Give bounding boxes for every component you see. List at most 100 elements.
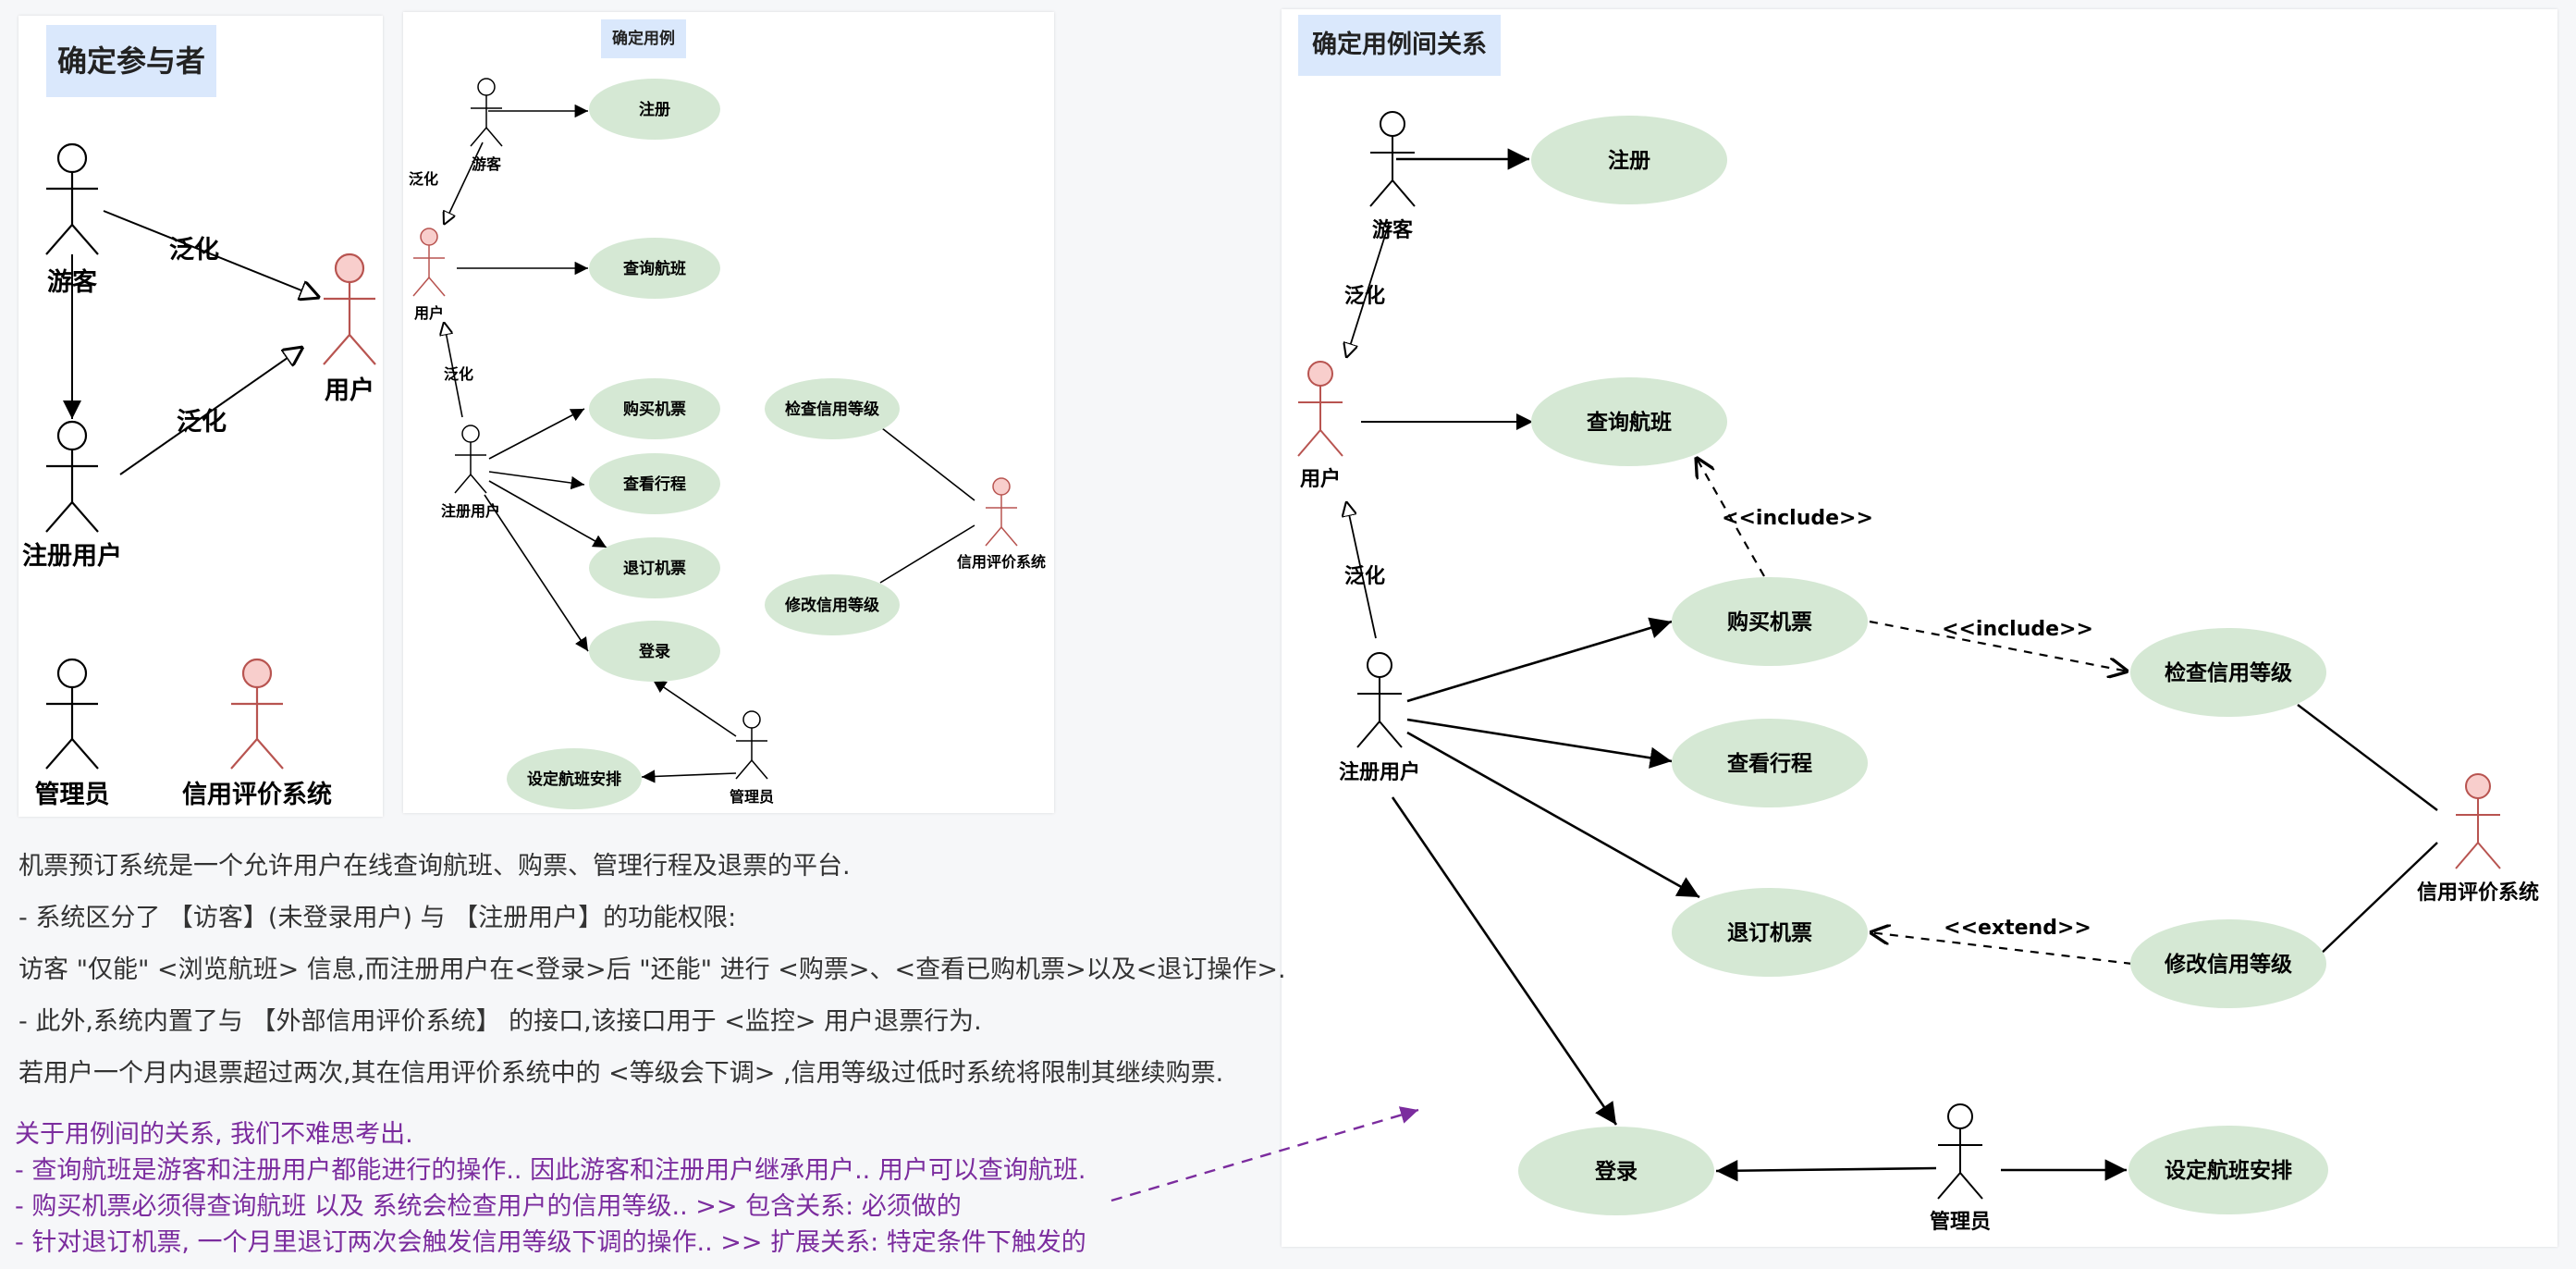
usecase-login: 登录 [1518,1127,1714,1215]
panel-actors-title: 确定参与者 [46,25,217,97]
usecase-buy-label: 购买机票 [623,400,686,419]
gen-edge-visitor-user [1346,223,1390,358]
usecase-modify-label: 修改信用等级 [2164,952,2292,977]
gen-edge-registered-user [119,347,303,475]
edge-registered-refund [1406,731,1700,899]
usecase-trip: 查看行程 [1672,719,1868,807]
usecase-query-label: 查询航班 [1587,410,1672,435]
usecase-modify: 修改信用等级 [2130,919,2326,1008]
usecase-buy: 购买机票 [1672,577,1868,666]
usecases-diagram: 游客 用户 注册用户 管理员 [409,78,1046,809]
edge-registered-login [1391,796,1618,1126]
usecase-refund-label: 退订机票 [623,559,686,578]
actor-registered [45,420,99,533]
note-line-1: 关于用例间的关系, 我们不难思考出. [15,1120,413,1149]
usecase-modify: 修改信用等级 [765,574,900,635]
actor-registered-label: 注册用户 [1339,760,1420,784]
edge-modify-credit [879,524,975,584]
usecase-check: 检查信用等级 [2130,628,2326,717]
actor-admin-label: 管理员 [730,788,774,806]
edge-registered-buy [1406,617,1673,703]
edge-admin-login [652,679,737,737]
include-label-2: <<include>> [1942,618,2093,641]
actor-admin [735,710,768,780]
panel-relations-title: 确定用例间关系 [1298,15,1501,76]
usecase-register-label: 注册 [1608,148,1650,173]
actor-visitor [45,142,99,255]
edge-admin-login [1715,1160,1937,1182]
edge-registered-login [484,494,589,652]
actor-registered-label: 注册用户 [441,502,500,520]
actor-credit [230,658,284,770]
usecase-schedule: 设定航班安排 [2128,1126,2328,1214]
edge-registered-trip [488,471,585,490]
gen-edge-visitor-user [103,210,320,298]
actors-diagram: 游客 注册用户 用户 管理员 [22,142,376,809]
note-line-2: - 查询航班是游客和注册用户都能进行的操作.. 因此游客和注册用户继承用户.. … [15,1156,1086,1185]
usecase-login-label: 登录 [1594,1160,1638,1184]
edge-registered-buy [488,408,585,460]
note-line-4: - 针对退订机票, 一个月里退订两次会触发信用等级下调的操作.. >> 扩展关系… [15,1228,1086,1257]
include-edge-buy-query [1696,457,1765,577]
gen-edge-registered-user [444,322,463,418]
actor-user [412,228,446,297]
usecase-check: 检查信用等级 [765,378,900,439]
description-line-1: 机票预订系统是一个允许用户在线查询航班、购票、管理行程及退票的平台. [18,852,851,881]
edge-admin-schedule [641,770,737,783]
usecase-query: 查询航班 [1531,377,1727,466]
usecase-buy: 购买机票 [589,378,720,439]
description-line-4: - 此外,系统内置了与 【外部信用评价系统】 的接口,该接口用于 <监控> 用户… [18,1007,982,1036]
gen-label-1: 泛化 [169,236,219,265]
gen-label-2: 泛化 [177,408,227,437]
gen-edge-registered-user [1346,501,1377,639]
usecase-trip: 查看行程 [589,453,720,514]
actor-user [323,253,376,365]
include-edge-buy-check [1869,620,2128,671]
usecase-query-label: 查询航班 [622,259,686,278]
usecase-refund: 退订机票 [589,537,720,598]
usecase-check-label: 检查信用等级 [2165,660,2292,685]
actor-admin-label: 管理员 [1930,1210,1991,1234]
actor-credit [985,477,1018,547]
gen-edge-visitor-user [444,142,484,225]
usecase-login: 登录 [589,621,720,682]
relations-diagram: 游客 用户 注册用户 管理员 [1297,111,2539,1234]
description-line-3: 访客 "仅能" <浏览航班> 信息,而注册用户在<登录>后 "还能" 进行 <购… [18,955,1286,984]
actor-credit [2455,773,2501,869]
gen-label-1: 泛化 [1344,284,1385,308]
extend-edge-modify-refund [1870,932,2133,966]
panel-actors: 确定参与者 游客 注册用户 [18,16,383,817]
actor-credit-label: 信用评价系统 [182,780,332,809]
description-line-5: 若用户一个月内退票超过两次,其在信用评价系统中的 <等级会下调> ,信用等级过低… [18,1059,1224,1088]
usecase-schedule: 设定航班安排 [507,748,642,809]
usecase-schedule-label: 设定航班安排 [527,770,621,789]
actor-user-label: 用户 [325,376,374,405]
usecase-query: 查询航班 [589,238,720,299]
edge-check-credit [2297,704,2438,811]
actor-credit-label: 信用评价系统 [957,553,1046,571]
usecase-register: 注册 [1531,116,1727,204]
actor-visitor-label: 游客 [1372,218,1414,242]
actor-admin-label: 管理员 [35,781,110,809]
actor-user-label: 用户 [414,304,444,322]
usecase-schedule-label: 设定航班安排 [2165,1158,2292,1183]
usecase-trip-label: 查看行程 [1727,751,1812,776]
edge-registered-refund [488,480,607,548]
panel-usecases: 确定用例 游客 用户 [403,12,1054,813]
description-line-2: - 系统区分了 【访客】(未登录用户) 与 【注册用户】的功能权限: [18,904,737,932]
gen-label-1: 泛化 [409,170,438,188]
actor-user-label: 用户 [1300,467,1341,491]
usecase-trip-label: 查看行程 [622,474,686,494]
actor-registered [454,425,487,494]
usecase-buy-label: 购买机票 [1727,610,1812,634]
usecase-refund: 退订机票 [1672,888,1868,977]
include-label-1: <<include>> [1722,507,1873,530]
actor-credit-label: 信用评价系统 [2417,881,2539,905]
usecase-check-label: 检查信用等级 [785,400,879,419]
actor-admin [1937,1103,1983,1200]
actor-admin [45,658,99,770]
usecase-modify-label: 修改信用等级 [784,596,879,615]
actor-visitor-label: 游客 [472,155,502,173]
actor-registered-label: 注册用户 [22,541,122,571]
panel-usecases-title: 确定用例 [601,19,686,58]
